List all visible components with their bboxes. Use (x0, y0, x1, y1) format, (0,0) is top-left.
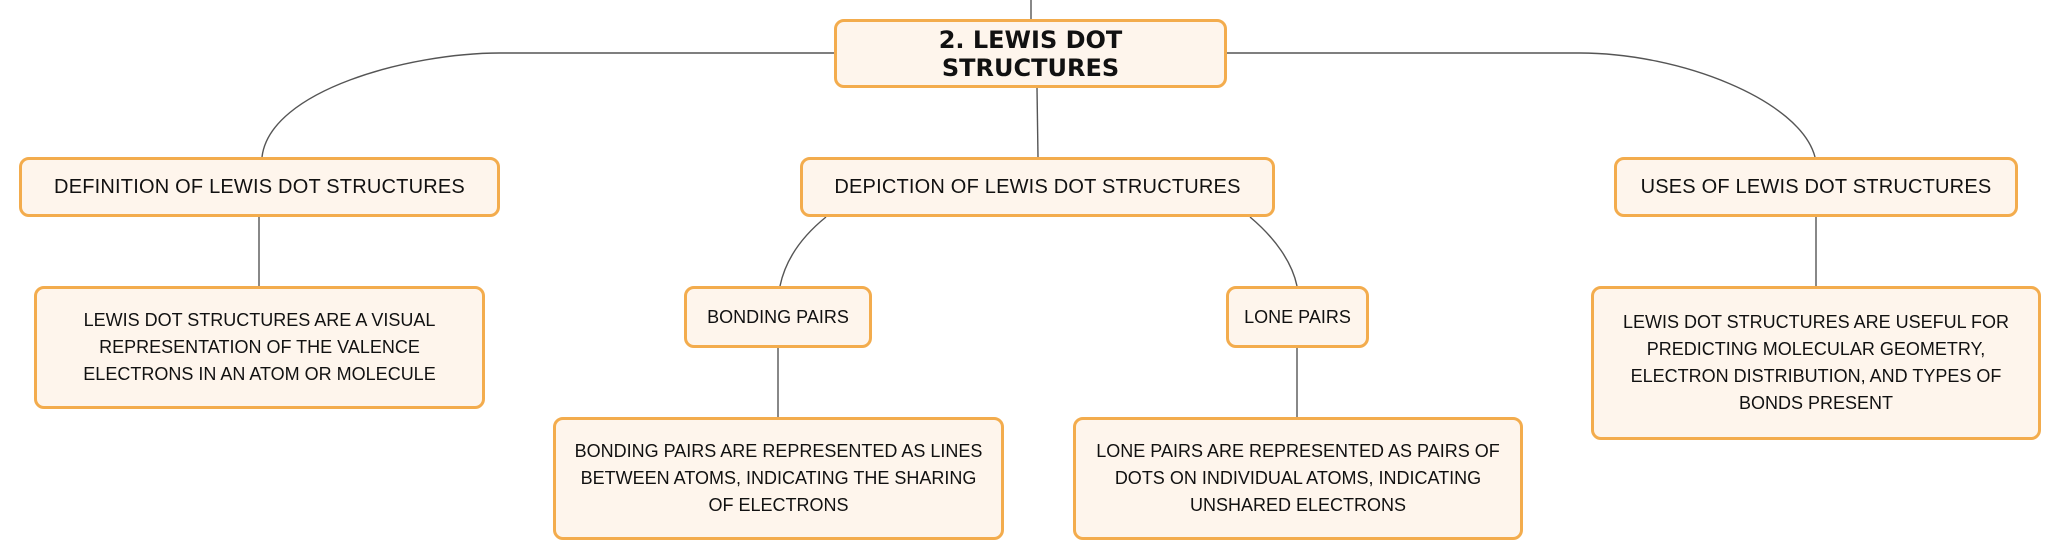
uses-detail-node[interactable]: LEWIS DOT STRUCTURES ARE USEFUL FOR PRED… (1591, 286, 2041, 440)
definition-detail-text: LEWIS DOT STRUCTURES ARE A VISUAL REPRES… (83, 310, 436, 384)
lone-pairs-node[interactable]: LONE PAIRS (1226, 286, 1369, 348)
definition-detail-node[interactable]: LEWIS DOT STRUCTURES ARE A VISUAL REPRES… (34, 286, 485, 409)
depiction-node[interactable]: DEPICTION OF LEWIS DOT STRUCTURES (800, 157, 1275, 217)
connector-depiction-to-lone (1249, 216, 1298, 287)
definition-label: DEFINITION OF LEWIS DOT STRUCTURES (54, 175, 465, 198)
lone-pairs-label: LONE PAIRS (1244, 306, 1351, 327)
root-node[interactable]: 2. LEWIS DOT STRUCTURES (834, 19, 1227, 88)
bonding-pairs-node[interactable]: BONDING PAIRS (684, 286, 872, 348)
root-label: 2. LEWIS DOT STRUCTURES (938, 25, 1123, 82)
connector-root-to-depiction (1036, 87, 1039, 158)
lone-pairs-detail-text: LONE PAIRS ARE REPRESENTED AS PAIRS OF D… (1096, 441, 1500, 515)
definition-node[interactable]: DEFINITION OF LEWIS DOT STRUCTURES (19, 157, 500, 217)
connector-root-to-uses (1227, 52, 1816, 158)
bonding-pairs-label: BONDING PAIRS (707, 306, 849, 327)
bonding-pairs-detail-node[interactable]: BONDING PAIRS ARE REPRESENTED AS LINES B… (553, 417, 1004, 540)
lone-pairs-detail-node[interactable]: LONE PAIRS ARE REPRESENTED AS PAIRS OF D… (1073, 417, 1523, 540)
connector-root-to-definition (261, 52, 834, 158)
uses-label: USES OF LEWIS DOT STRUCTURES (1640, 175, 1992, 198)
uses-detail-text: LEWIS DOT STRUCTURES ARE USEFUL FOR PRED… (1622, 312, 2010, 413)
connector-depiction-to-bonding (779, 216, 827, 287)
depiction-label: DEPICTION OF LEWIS DOT STRUCTURES (834, 175, 1241, 198)
bonding-pairs-detail-text: BONDING PAIRS ARE REPRESENTED AS LINES B… (574, 441, 983, 515)
uses-node[interactable]: USES OF LEWIS DOT STRUCTURES (1614, 157, 2018, 217)
